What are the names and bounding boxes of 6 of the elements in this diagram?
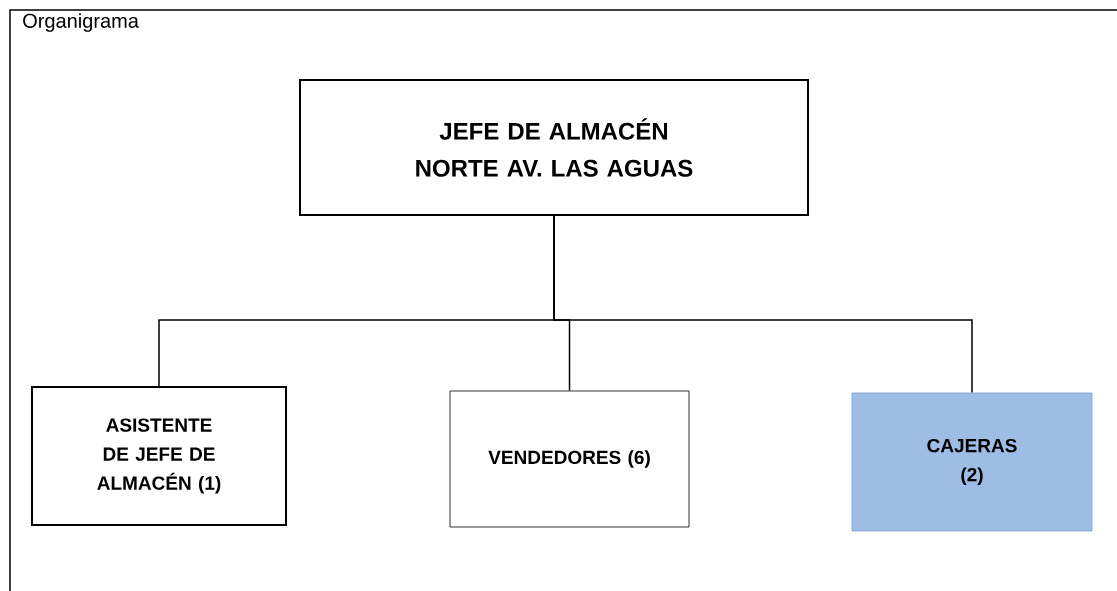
org-box: VENDEDORES (6) bbox=[449, 390, 690, 528]
org-box: JEFE DE ALMACÉN NORTE AV. LAS AGUAS bbox=[299, 79, 809, 216]
title: Organigrama bbox=[23, 13, 139, 32]
org-box: ASISTENTE DE JEFE DE ALMACÉN (1) bbox=[31, 386, 287, 526]
org-box: CAJERAS (2) bbox=[851, 392, 1093, 532]
connector-line bbox=[553, 215, 973, 394]
